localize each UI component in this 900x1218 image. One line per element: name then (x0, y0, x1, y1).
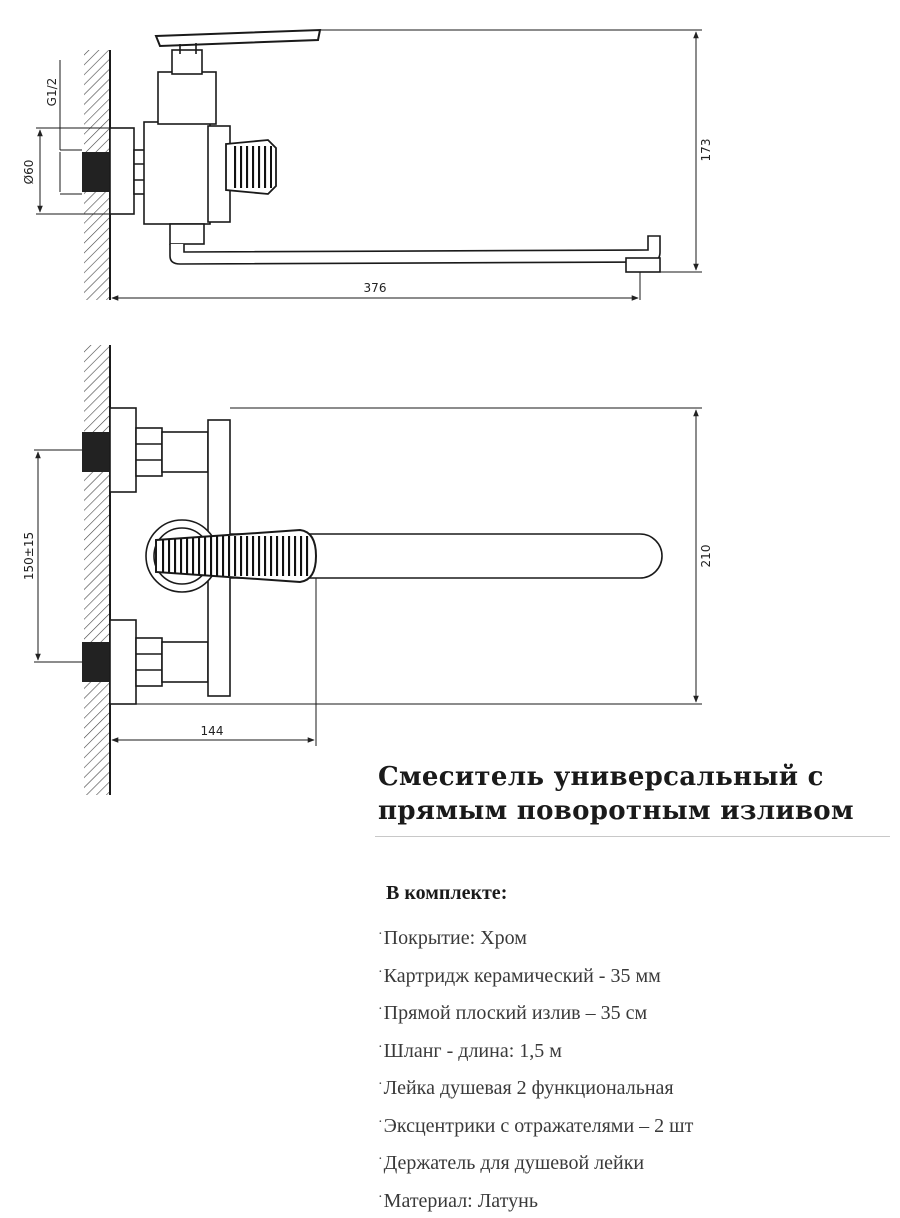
dim-length-label: 376 (364, 281, 387, 295)
title-divider (375, 836, 890, 837)
kit-item-eccentrics: Эксцентрики с отражателями – 2 шт (378, 1106, 693, 1144)
dim-diameter-label: Ø60 (22, 160, 36, 185)
dim-centers-label: 150±15 (22, 532, 36, 580)
product-title: Смеситель универсальный с прямым поворот… (378, 760, 878, 828)
top-view (34, 345, 702, 795)
kit-item-material: Материал: Латунь (378, 1181, 693, 1218)
product-title-line2: прямым поворотным изливом (378, 794, 878, 828)
thread-pipe-top-lower (82, 642, 112, 682)
thread-pipe-top-upper (82, 432, 112, 472)
dim-thread-label: G1/2 (45, 78, 59, 107)
kit-item-shower-head: Лейка душевая 2 функциональная (378, 1068, 693, 1106)
flange-top-upper (110, 408, 136, 492)
thread-pipe-side (82, 152, 112, 192)
kit-item-spout: Прямой плоский излив – 35 см (378, 993, 693, 1031)
side-view (36, 30, 702, 300)
dim-offset-label: 144 (201, 724, 224, 738)
flange-top-lower (110, 620, 136, 704)
dim-height-label: 173 (699, 139, 713, 162)
flange-side (110, 128, 134, 214)
technical-drawing: 173 376 G1/2 Ø60 (0, 0, 900, 800)
kit-item-holder: Держатель для душевой лейки (378, 1143, 693, 1181)
kit-item-hose: Шланг - длина: 1,5 м (378, 1031, 693, 1069)
wall-hatch-top (84, 345, 110, 795)
dim-depth-label: 210 (699, 545, 713, 568)
kit-item-coating: Покрытие: Хром (378, 918, 693, 956)
product-title-line1: Смеситель универсальный с (378, 760, 878, 794)
kit-heading: В комплекте: (386, 882, 507, 905)
aerator-side (626, 258, 660, 272)
lever-side (156, 30, 320, 46)
kit-item-cartridge: Картридж керамический - 35 мм (378, 956, 693, 994)
kit-list: Покрытие: Хром Картридж керамический - 3… (378, 918, 693, 1218)
mixer-body-side (144, 122, 210, 224)
spout-side (170, 236, 660, 264)
